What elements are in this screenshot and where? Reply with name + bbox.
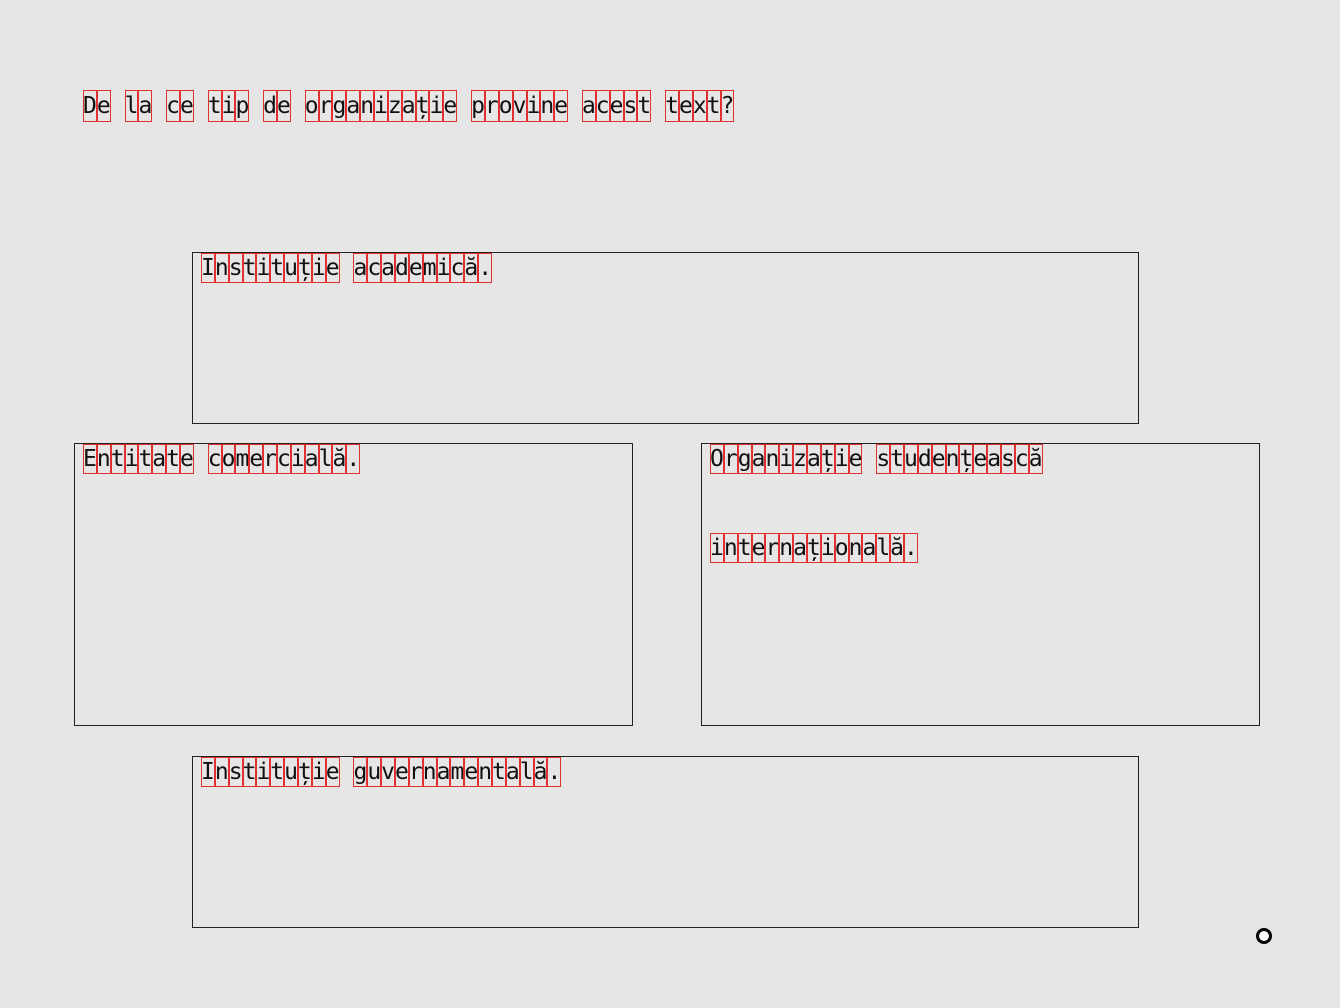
option-label: Instituție academică. <box>201 253 493 283</box>
option-label: Instituție guvernamentală. <box>201 757 562 787</box>
question-text: De la ce tip de organizație provine aces… <box>83 90 735 122</box>
cursor-ring-icon <box>1256 928 1272 944</box>
option-student-organization[interactable]: Organizație studențească internațională. <box>701 443 1260 726</box>
option-commercial-entity[interactable]: Entitate comercială. <box>74 443 633 726</box>
option-label-line2: internațională. <box>710 533 918 563</box>
option-label: Organizație studențească <box>710 444 1043 474</box>
option-academic-institution[interactable]: Instituție academică. <box>192 252 1139 424</box>
option-government-institution[interactable]: Instituție guvernamentală. <box>192 756 1139 928</box>
option-label: Entitate comercială. <box>83 444 361 474</box>
